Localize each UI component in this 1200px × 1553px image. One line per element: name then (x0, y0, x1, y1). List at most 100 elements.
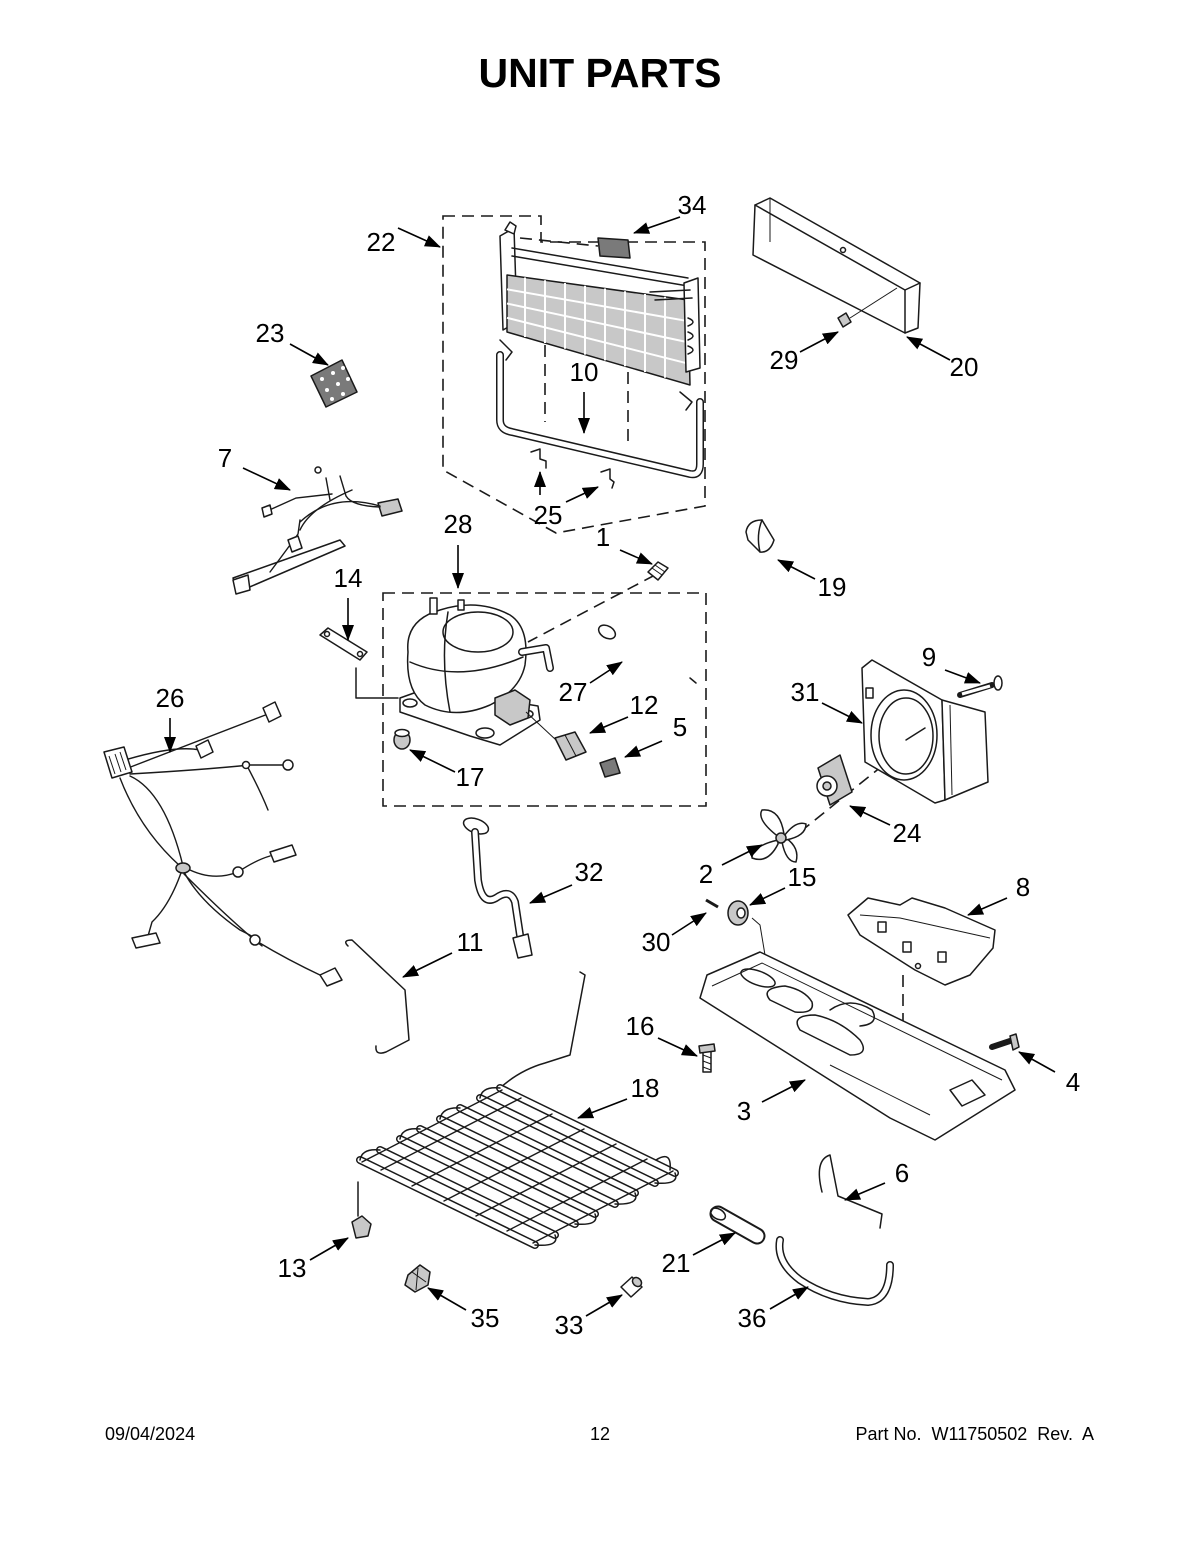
clip-body (837, 312, 852, 328)
callout-15: 15 (788, 862, 817, 892)
callout-12: 12 (630, 690, 659, 720)
harness-wire-5 (339, 475, 381, 508)
callout-35: 35 (471, 1303, 500, 1333)
strap-body (319, 627, 368, 661)
callout-arrow-12 (589, 716, 629, 734)
part-27-drier (597, 624, 697, 684)
callout-34: 34 (678, 190, 707, 220)
footer-date: 09/04/2024 (105, 1424, 195, 1444)
main-harness-ring-d (282, 759, 294, 771)
part-6-wire (818, 1154, 883, 1229)
part-34-body (597, 237, 631, 259)
callout-arrow-36 (769, 1286, 809, 1310)
sleeve-21-end (709, 1207, 727, 1221)
screw-9-shaft-core (961, 684, 991, 696)
compressor-pipe-1 (429, 597, 438, 615)
main-harness-ring-h (249, 934, 261, 946)
part-15-grommet (727, 900, 766, 956)
main-harness-junction (175, 862, 191, 874)
grommet-15-leader (751, 917, 766, 956)
callout-7: 7 (218, 443, 232, 473)
harness-connector (377, 498, 403, 517)
callout-5: 5 (673, 712, 687, 742)
part-13-clip (351, 1215, 372, 1239)
part-33-spacer (620, 1276, 643, 1298)
callout-24: 24 (893, 818, 922, 848)
base-plate-cutout-4 (829, 1002, 875, 1027)
callout-arrow-16 (657, 1037, 698, 1057)
compressor-seam (409, 656, 524, 673)
part-20-cover (752, 197, 921, 334)
footer-page-number: 12 (590, 1424, 610, 1444)
callout-arrow-4 (1018, 1051, 1056, 1073)
main-harness-connector-g (131, 932, 161, 949)
fan-blade-upper (760, 809, 785, 839)
clip-19-edge (757, 519, 763, 553)
callout-20: 20 (950, 352, 979, 382)
callout-arrow-5 (624, 740, 663, 758)
callout-28: 28 (444, 509, 473, 539)
part-28-compressor (399, 597, 557, 746)
cover-clip-leader (849, 287, 898, 319)
callout-arrow-20 (906, 336, 951, 361)
drier-body-fill (599, 624, 691, 682)
clip-19-body (745, 519, 775, 553)
main-harness-connector-b (195, 739, 214, 759)
bolt-4-shaft (989, 1038, 1013, 1050)
screw-9-head (993, 675, 1003, 691)
leader-34 (519, 237, 599, 247)
callout-arrow-21 (692, 1232, 736, 1256)
fastener-35-detail (411, 1267, 427, 1291)
base-plate-inner-edge (711, 962, 1003, 1081)
evaporator-left-tab (504, 221, 517, 235)
callout-22: 22 (367, 227, 396, 257)
main-harness-ring-small (241, 760, 251, 770)
cover-hole (839, 246, 847, 254)
callout-3: 3 (737, 1096, 751, 1126)
part-19-clip (745, 519, 775, 553)
callout-arrow-35 (427, 1287, 467, 1311)
callout-29: 29 (770, 345, 799, 375)
callout-30: 30 (642, 927, 671, 957)
harness-rail-end (232, 574, 251, 595)
callout-32: 32 (575, 857, 604, 887)
plate-body (310, 359, 358, 408)
callout-arrow-33 (585, 1294, 623, 1317)
callout-31: 31 (791, 677, 820, 707)
callout-arrow-13 (309, 1237, 349, 1261)
strap-hole-2 (356, 650, 364, 658)
part-1-bolt (647, 561, 669, 581)
bracket-8-inner-edge (859, 914, 991, 939)
callout-25: 25 (534, 500, 563, 530)
part-24-fan-motor (816, 754, 853, 806)
base-plate-cutout-3 (796, 1014, 865, 1056)
callout-26: 26 (156, 683, 185, 713)
relay-cover-body (599, 757, 621, 778)
page-footer: 09/04/2024 12 Part No. W11750502 Rev. A (105, 1424, 1094, 1444)
callout-arrow-31 (821, 702, 863, 724)
main-harness-connector-e (269, 844, 297, 863)
shroud-flange-edge (949, 704, 953, 796)
callout-arrow-11 (402, 952, 453, 978)
part-12-relay (554, 731, 587, 761)
part-8-bracket (847, 897, 996, 986)
part-34-foam-block (597, 237, 631, 259)
callout-arrow-3 (761, 1079, 806, 1103)
harness-wire-2 (299, 500, 381, 523)
wire-6-body (818, 1154, 883, 1229)
base-plate-hinge (949, 1079, 986, 1107)
main-harness-connector-a-pins (108, 751, 127, 775)
bolt-body (647, 561, 669, 581)
main-harness-wire-4 (129, 775, 184, 867)
strap-leader (355, 667, 399, 699)
evaporator-top-tube (511, 247, 689, 287)
callout-6: 6 (895, 1158, 909, 1188)
callout-arrow-27 (589, 661, 623, 684)
bracket-8-tab-3 (937, 951, 947, 963)
shroud-tab (865, 687, 874, 699)
part-35-fastener (404, 1264, 431, 1293)
callout-arrow-25b (565, 486, 599, 503)
compressor-seam-2 (443, 611, 451, 713)
callout-10: 10 (570, 357, 599, 387)
